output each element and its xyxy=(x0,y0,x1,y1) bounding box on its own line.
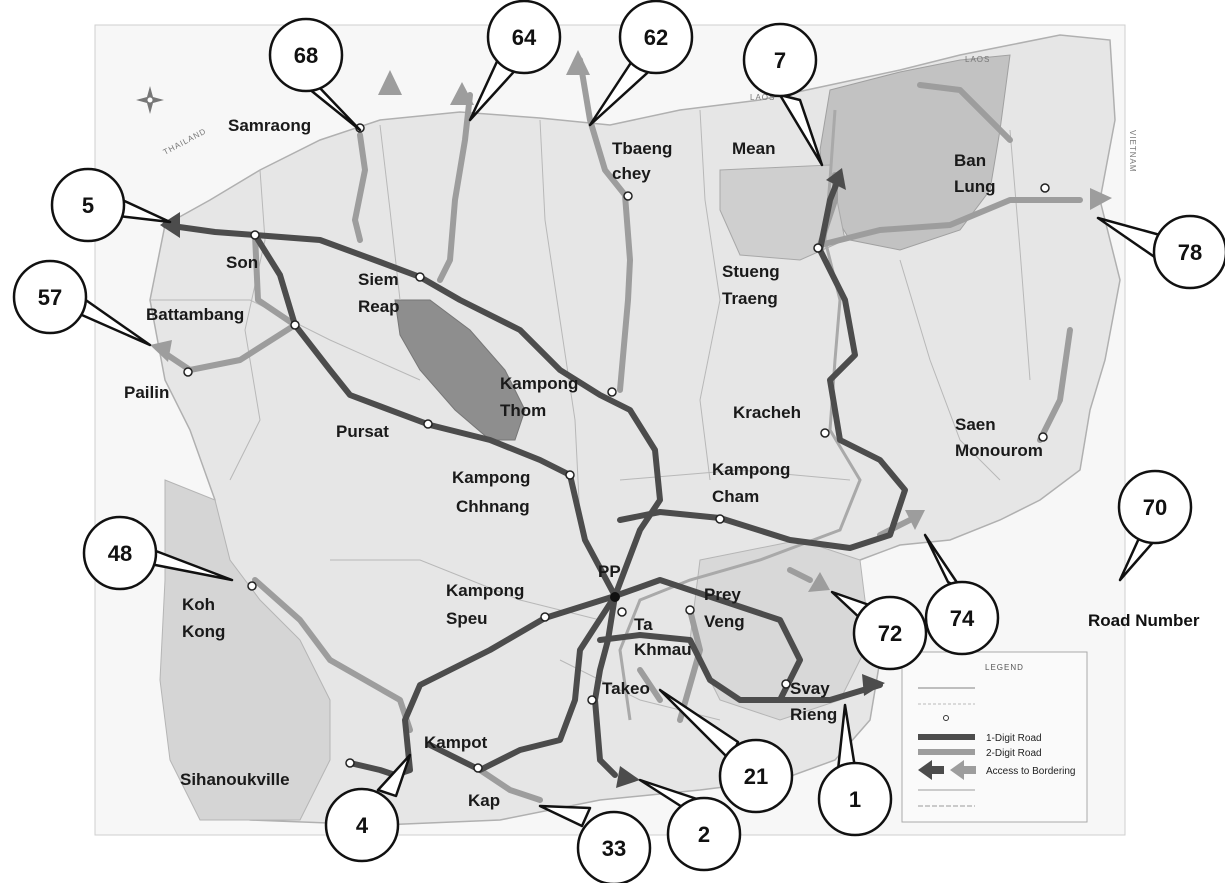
arrow-road-2 xyxy=(616,766,640,788)
country-label-vietnam: VIETNAM xyxy=(1128,130,1137,173)
border-access-arrows xyxy=(150,50,1112,788)
callout-key-label: Road Number xyxy=(1088,611,1200,630)
callout-21: 21 xyxy=(658,688,794,814)
legend-arrow-light-icon xyxy=(950,760,964,780)
svg-text:72: 72 xyxy=(878,621,902,646)
place-pp: PP xyxy=(598,562,621,581)
legend-arrow-dark-shaft xyxy=(932,766,944,774)
svg-text:1: 1 xyxy=(849,787,861,812)
arrow-road-72 xyxy=(808,572,830,592)
svg-text:62: 62 xyxy=(644,25,668,50)
place-sihanoukville: Sihanoukville xyxy=(180,770,290,789)
callout-74: 74 xyxy=(923,533,1000,656)
southwest-province-shade xyxy=(159,479,331,821)
callout-4: 4 xyxy=(324,753,412,863)
svg-text:21: 21 xyxy=(744,764,768,789)
place-pailin: Pailin xyxy=(124,383,169,402)
place-pursat: Pursat xyxy=(336,422,389,441)
callout-57: 57 xyxy=(12,259,152,347)
svg-text:48: 48 xyxy=(108,541,132,566)
callout-68: 68 xyxy=(268,17,362,132)
arrow-road-57 xyxy=(150,340,172,362)
callout-78: 78 xyxy=(1096,214,1225,290)
arrow-road-62 xyxy=(566,50,590,75)
country-label-laos: LAOS xyxy=(750,93,775,102)
svg-text:74: 74 xyxy=(950,606,975,631)
town-markers xyxy=(183,123,1050,773)
svg-text:4: 4 xyxy=(356,813,369,838)
place-kracheh: Kracheh xyxy=(733,403,801,422)
callout-72: 72 xyxy=(830,590,928,671)
phnom-penh-marker xyxy=(610,592,620,602)
place-samraong: Samraong xyxy=(228,116,311,135)
svg-text:33: 33 xyxy=(602,836,626,861)
svg-text:70: 70 xyxy=(1143,495,1167,520)
country-label-laos-2: LAOS xyxy=(965,55,990,64)
place-mean: Mean xyxy=(732,139,775,158)
arrow-road-78 xyxy=(1090,188,1112,210)
legend-arrow-light-shaft xyxy=(964,766,976,774)
svg-text:5: 5 xyxy=(82,193,94,218)
arrow-road-74 xyxy=(905,510,925,530)
tonle-sap-lake xyxy=(394,299,526,441)
callout-70: 70 xyxy=(1117,469,1193,582)
legend-arrow-dark-icon xyxy=(918,760,932,780)
place-takeo: Takeo xyxy=(602,679,650,698)
place-kampot: Kampot xyxy=(424,733,488,752)
legend-item-one-digit-road: 1-Digit Road xyxy=(986,733,1042,744)
callout-5: 5 xyxy=(50,167,172,243)
svg-text:2: 2 xyxy=(698,822,710,847)
callout-33: 33 xyxy=(538,804,652,883)
place-son: Son xyxy=(226,253,258,272)
place-battambang: Battambang xyxy=(146,305,244,324)
legend-provincial-capital-icon xyxy=(943,715,949,721)
place-kap: Kap xyxy=(468,791,500,810)
arrow-road-5 xyxy=(160,212,180,238)
callout-48: 48 xyxy=(82,515,234,591)
arrow-road-7 xyxy=(826,168,846,190)
svg-text:64: 64 xyxy=(512,25,537,50)
arrow-road-68 xyxy=(378,70,402,95)
callout-64: 64 xyxy=(468,0,562,122)
callout-1: 1 xyxy=(817,703,893,837)
svg-text:7: 7 xyxy=(774,48,786,73)
svg-text:68: 68 xyxy=(294,43,318,68)
legend-item-access-bordering: Access to Bordering xyxy=(986,766,1076,777)
svg-text:57: 57 xyxy=(38,285,62,310)
compass-rose-icon xyxy=(136,86,164,114)
legend-item-two-digit-road: 2-Digit Road xyxy=(986,748,1042,759)
callout-2: 2 xyxy=(638,778,742,872)
arrow-road-1 xyxy=(862,674,885,696)
road-number-callouts: 68 64 62 7 5 78 xyxy=(12,0,1225,883)
callout-7: 7 xyxy=(742,22,824,167)
callout-62: 62 xyxy=(588,0,694,127)
svg-text:78: 78 xyxy=(1178,240,1202,265)
legend-title: LEGEND xyxy=(985,663,1024,672)
arrow-road-64 xyxy=(450,82,474,105)
legend: LEGEND 1-Digit Road 2-Digit Road Access … xyxy=(901,651,1088,823)
